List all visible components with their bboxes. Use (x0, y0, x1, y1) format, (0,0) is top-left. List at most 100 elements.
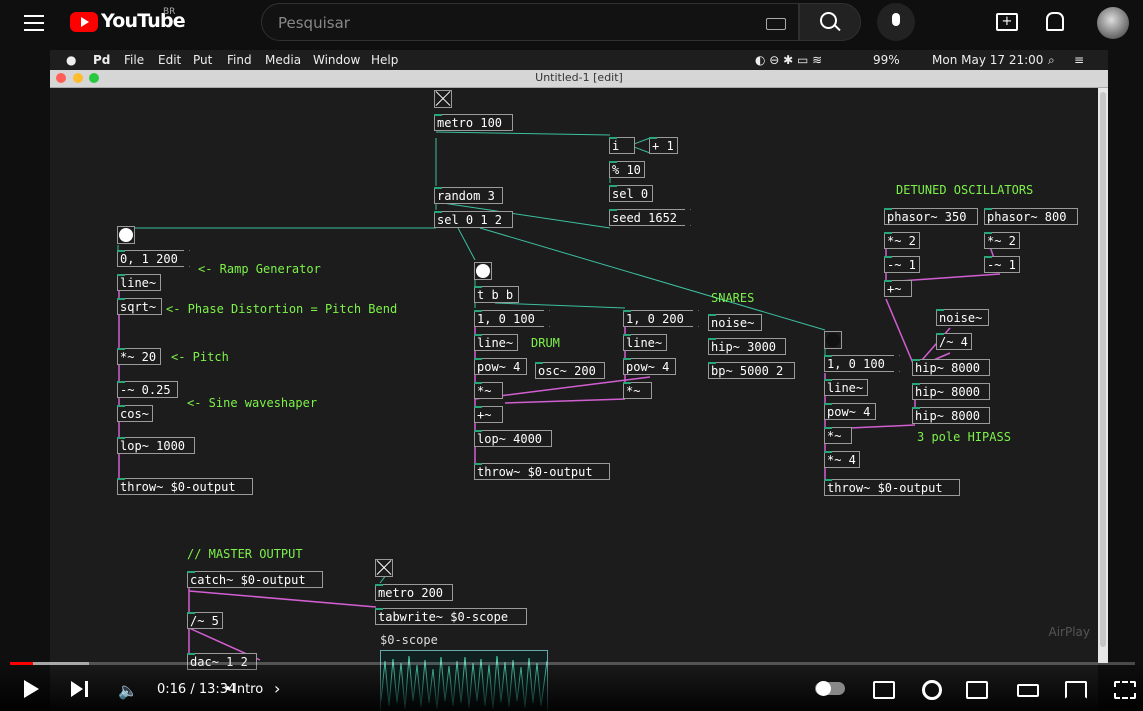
obj-line-hat[interactable]: line~ (824, 379, 868, 396)
comment-pitch: <- Pitch (171, 350, 229, 364)
search-button[interactable] (799, 3, 861, 41)
next-icon[interactable] (71, 681, 89, 697)
subtitles-icon[interactable] (873, 681, 895, 699)
obj-lop-4000[interactable]: lop~ 4000 (474, 430, 552, 447)
menu-app-name[interactable]: Pd (93, 53, 111, 67)
apple-icon[interactable]: ● (66, 53, 77, 67)
menu-help[interactable]: Help (371, 53, 399, 67)
obj-mul-a[interactable]: *~ (474, 382, 503, 399)
obj-hip-8000-c[interactable]: hip~ 8000 (912, 407, 990, 424)
window-title: Untitled-1 [edit] (535, 71, 623, 84)
obj-plus-detuned[interactable]: +~ (884, 280, 912, 297)
menu-icon[interactable] (24, 15, 44, 31)
obj-bp-5000[interactable]: bp~ 5000 2 (708, 362, 795, 379)
search-input[interactable]: Pesquisar (261, 3, 799, 41)
obj-plus-signal[interactable]: +~ (474, 406, 503, 423)
obj-sel-0[interactable]: sel 0 (609, 185, 653, 202)
obj-line-drum-2[interactable]: line~ (623, 334, 667, 351)
airplay-icon[interactable] (1065, 681, 1087, 699)
obj-plus-1[interactable]: + 1 (649, 137, 678, 154)
msg-drum-1[interactable]: 1, 0 100 (474, 310, 544, 327)
voice-search-button[interactable] (877, 3, 915, 41)
bang-drum[interactable] (474, 262, 492, 280)
msg-drum-2[interactable]: 1, 0 200 (623, 310, 693, 327)
theater-mode-icon[interactable] (1017, 684, 1039, 697)
obj-mul-b[interactable]: *~ (623, 382, 652, 399)
youtube-logo-icon[interactable] (70, 12, 98, 32)
miniplayer-icon[interactable] (966, 681, 988, 699)
obj-mod-10[interactable]: % 10 (609, 161, 645, 178)
close-window-button[interactable] (56, 73, 66, 83)
obj-sub-1-b[interactable]: -~ 1 (984, 256, 1020, 273)
obj-throw-1[interactable]: throw~ $0-output (117, 478, 253, 495)
obj-sel-0-1-2[interactable]: sel 0 1 2 (434, 211, 513, 228)
obj-hip-8000-a[interactable]: hip~ 8000 (912, 359, 990, 376)
obj-line-drum-1[interactable]: line~ (474, 334, 518, 351)
bang-hat[interactable] (824, 331, 842, 349)
toggle-main[interactable] (434, 90, 452, 108)
obj-throw-2[interactable]: throw~ $0-output (474, 463, 610, 480)
keyboard-icon[interactable] (766, 18, 786, 30)
toggle-scope[interactable] (375, 559, 393, 577)
obj-tabwrite[interactable]: tabwrite~ $0-scope (375, 608, 527, 625)
chevron-right-icon[interactable]: › (274, 679, 281, 698)
obj-line-ramp[interactable]: line~ (117, 274, 161, 291)
spotlight-icon[interactable]: ⌕ (1048, 53, 1055, 67)
menu-find[interactable]: Find (227, 53, 252, 67)
obj-hip-3000[interactable]: hip~ 3000 (708, 338, 786, 355)
obj-sqrt[interactable]: sqrt~ (117, 298, 162, 315)
obj-div-5[interactable]: /~ 5 (187, 612, 223, 629)
minimize-window-button[interactable] (73, 73, 83, 83)
bell-icon[interactable] (1046, 12, 1064, 31)
avatar[interactable] (1097, 7, 1129, 39)
obj-phasor-350[interactable]: phasor~ 350 (884, 208, 978, 225)
pd-patch-canvas[interactable]: metro 100 i + 1 % 10 sel 0 random 3 sel … (50, 88, 1098, 711)
obj-sub-1-a[interactable]: -~ 1 (884, 256, 920, 273)
obj-noise-snare[interactable]: noise~ (708, 314, 762, 331)
volume-icon[interactable]: 🔈 (118, 681, 138, 700)
obj-lop-1000[interactable]: lop~ 1000 (117, 437, 195, 454)
settings-gear-icon[interactable] (922, 680, 942, 700)
obj-random-3[interactable]: random 3 (434, 187, 503, 204)
msg-ramp[interactable]: 0, 1 200 (117, 250, 184, 267)
obj-metro-100[interactable]: metro 100 (434, 114, 513, 131)
obj-noise-hat[interactable]: noise~ (936, 309, 989, 326)
menu-file[interactable]: File (124, 53, 145, 67)
fullscreen-icon[interactable] (1114, 681, 1136, 699)
msg-hat[interactable]: 1, 0 100 (824, 355, 894, 372)
obj-metro-200[interactable]: metro 200 (375, 584, 453, 601)
menu-window[interactable]: Window (313, 53, 361, 67)
obj-throw-3[interactable]: throw~ $0-output (824, 479, 960, 496)
zoom-window-button[interactable] (89, 73, 99, 83)
menu-media[interactable]: Media (265, 53, 302, 67)
control-center-icon[interactable]: ≡ (1074, 53, 1085, 67)
chapter-label[interactable]: Intro (233, 682, 264, 697)
obj-hip-8000-b[interactable]: hip~ 8000 (912, 383, 990, 400)
obj-phasor-800[interactable]: phasor~ 800 (984, 208, 1078, 225)
obj-mul-20[interactable]: *~ 20 (117, 348, 161, 365)
obj-pow-4-b[interactable]: pow~ 4 (623, 358, 676, 375)
obj-mul-2-b[interactable]: *~ 2 (984, 232, 1020, 249)
obj-mul-4[interactable]: *~ 4 (824, 451, 860, 468)
obj-pow-4-c[interactable]: pow~ 4 (824, 403, 876, 420)
obj-cos[interactable]: cos~ (117, 405, 153, 422)
obj-mul-2-a[interactable]: *~ 2 (884, 232, 920, 249)
msg-seed-1652[interactable]: seed 1652 (609, 209, 685, 226)
obj-sub-025[interactable]: -~ 0.25 (117, 381, 178, 398)
obj-pow-4-a[interactable]: pow~ 4 (474, 358, 527, 375)
obj-div-4[interactable]: /~ 4 (936, 333, 972, 350)
obj-catch[interactable]: catch~ $0-output (187, 571, 323, 588)
create-icon[interactable]: + (996, 13, 1018, 31)
autoplay-toggle[interactable] (815, 681, 845, 696)
obj-mul-c[interactable]: *~ (824, 427, 852, 444)
obj-osc-200[interactable]: osc~ 200 (535, 362, 605, 379)
menu-edit[interactable]: Edit (158, 53, 182, 67)
canvas-scrollbar[interactable] (1098, 88, 1108, 663)
obj-i[interactable]: i (609, 137, 635, 154)
youtube-logo-text[interactable]: YouTube (101, 10, 186, 32)
menu-put[interactable]: Put (193, 53, 213, 67)
obj-t-b-b[interactable]: t b b (474, 286, 519, 303)
progress-bar[interactable] (10, 662, 1135, 665)
bang-tone[interactable] (117, 226, 135, 244)
play-icon[interactable] (24, 680, 39, 698)
